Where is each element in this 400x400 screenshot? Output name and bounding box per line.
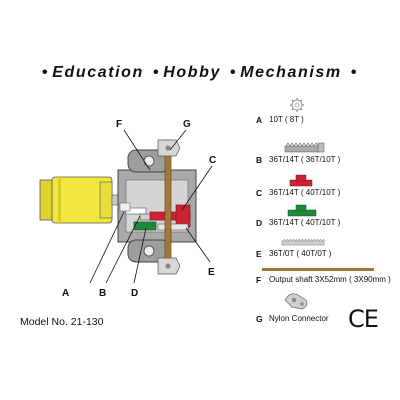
legend-text: Output shaft 3X52mm ( 3X90mm ) [269, 275, 391, 284]
banner-title: •Education •Hobby •Mechanism • [0, 64, 400, 82]
ce-mark-logo: CE [348, 305, 379, 333]
banner-word-hobby: Hobby [163, 64, 221, 81]
legend-text: 36T/14T ( 40T/10T ) [269, 218, 341, 227]
motor [39, 176, 125, 224]
bullet: • [152, 64, 161, 81]
nylon-connector-icon [284, 293, 308, 310]
legend-key: C [256, 188, 263, 198]
callout-c: C [209, 155, 216, 166]
callout-g: G [183, 119, 191, 130]
legend-text: 36T/14T ( 36T/10T ) [269, 155, 341, 164]
legend-text: 36T/0T ( 40T/0T ) [269, 249, 332, 258]
callout-e: E [208, 267, 215, 278]
model-number: Model No. 21-130 [20, 316, 104, 328]
shaft-icon [262, 268, 374, 271]
callout-lines [89, 129, 213, 284]
legend-key: D [256, 218, 263, 228]
legend-text: 36T/14T ( 40T/10T ) [269, 188, 341, 197]
callout-b: B [99, 288, 106, 299]
gray-gear-pair-icon [284, 142, 325, 153]
banner-word-education: Education [52, 64, 144, 81]
legend-key: G [256, 314, 263, 324]
banner-word-mechanism: Mechanism [240, 64, 342, 81]
output-shaft [164, 139, 172, 269]
legend-key: F [256, 275, 262, 285]
red-gear-pair-icon [289, 174, 313, 187]
green-gear-d [133, 221, 157, 231]
bullet: • [230, 64, 238, 81]
green-gear-pair-icon [287, 204, 317, 217]
bullet: • [41, 64, 50, 81]
legend-key: B [256, 155, 263, 165]
callout-d: D [131, 288, 138, 299]
nylon-connector [157, 139, 181, 275]
bullet: • [350, 64, 359, 81]
legend-text: 10T ( 8T ) [269, 115, 304, 124]
legend-key: E [256, 249, 262, 259]
small-gear-icon [290, 98, 304, 112]
callout-a: A [62, 288, 69, 299]
legend-key: A [256, 115, 263, 125]
callout-f: F [116, 119, 122, 130]
legend-text: Nylon Connector [269, 314, 329, 323]
gear-e [157, 223, 189, 231]
gear-rack-icon [281, 238, 326, 246]
